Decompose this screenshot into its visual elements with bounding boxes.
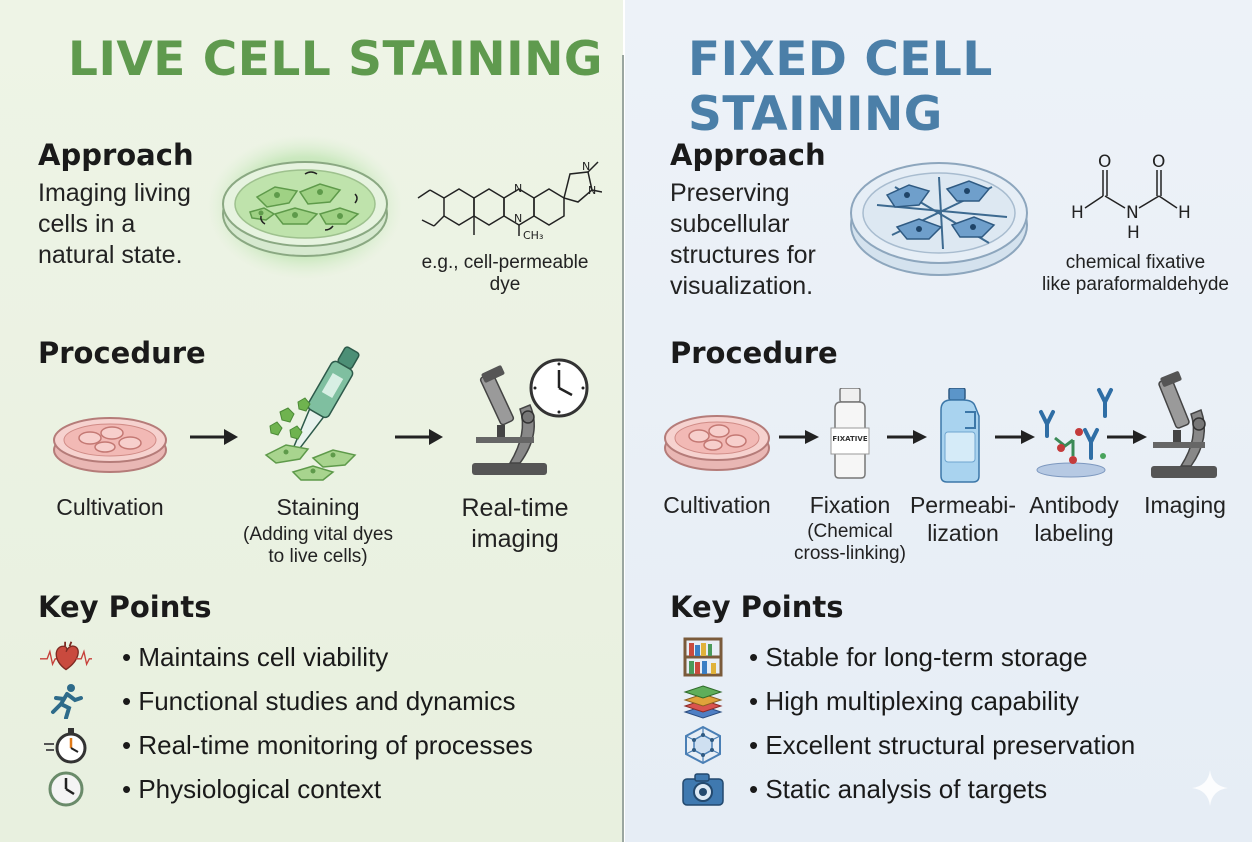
antibody-labeling-icon bbox=[1036, 388, 1113, 478]
fixed-keypoint-row: • High multiplexing capability bbox=[677, 681, 1079, 721]
fixative-caption: chemical fixative like paraformaldehyde bbox=[1042, 252, 1229, 295]
live-keypoint-row: • Maintains cell viability bbox=[40, 637, 388, 677]
live-step-cultivation: Cultivation bbox=[56, 494, 164, 520]
fixed-title: FIXED CELL STAINING bbox=[688, 32, 993, 142]
fixed-step-cultivation: Cultivation bbox=[663, 492, 771, 518]
fixed-procedure-heading: Procedure bbox=[670, 336, 838, 370]
layers-stack-icon bbox=[677, 681, 729, 721]
arrow-right-icon bbox=[1107, 430, 1147, 444]
live-keypoint-row: • Physiological context bbox=[40, 769, 381, 809]
bookshelf-icon bbox=[677, 637, 729, 677]
microscope-with-clock-icon bbox=[472, 358, 589, 475]
clock-icon bbox=[40, 769, 92, 809]
fixed-cell-panel: FIXED CELL STAINING Approach Preserving … bbox=[625, 0, 1252, 842]
fixed-approach-heading: Approach bbox=[670, 138, 826, 172]
live-step-staining: Staining bbox=[276, 494, 360, 520]
dye-caption: e.g., cell-permeable dye bbox=[421, 252, 589, 295]
svg-text:H: H bbox=[1178, 203, 1191, 223]
live-approach-text: Imaging living cells in a natural state. bbox=[38, 179, 191, 269]
arrow-right-icon bbox=[395, 429, 443, 445]
bottle-label: FIXATIVE bbox=[832, 435, 868, 443]
svg-text:N: N bbox=[582, 160, 590, 173]
live-keypoints-heading: Key Points bbox=[38, 590, 212, 624]
fixative-bottle-icon: FIXATIVE bbox=[827, 388, 873, 480]
fixed-keypoints-heading: Key Points bbox=[670, 590, 844, 624]
fixed-step-imaging: Imaging bbox=[1144, 492, 1226, 518]
live-step-staining-sub: (Adding vital dyes to live cells) bbox=[243, 524, 393, 567]
fixed-keypoint-row: • Stable for long-term storage bbox=[677, 637, 1088, 677]
live-cell-panel: LIVE CELL STAINING Approach Imaging livi… bbox=[0, 0, 623, 842]
camera-icon bbox=[677, 769, 729, 809]
live-approach-heading: Approach bbox=[38, 138, 194, 172]
fixed-approach-text: Preserving subcellular structures for vi… bbox=[670, 179, 816, 300]
sparkle-watermark-icon bbox=[1192, 770, 1228, 806]
microscope-icon bbox=[1151, 371, 1217, 478]
live-procedure-heading: Procedure bbox=[38, 336, 206, 370]
arrow-right-icon bbox=[887, 430, 927, 444]
svg-text:O: O bbox=[1152, 152, 1165, 172]
detergent-bottle-icon bbox=[940, 388, 980, 483]
running-person-icon bbox=[40, 681, 92, 721]
fixed-keypoint-row: • Static analysis of targets bbox=[677, 769, 1047, 809]
svg-text:CH₃: CH₃ bbox=[523, 229, 543, 240]
fixed-step-antibody-labeling: Antibody labeling bbox=[1029, 492, 1119, 546]
live-keypoint-row: • Functional studies and dynamics bbox=[40, 681, 516, 721]
arrow-right-icon bbox=[190, 429, 238, 445]
fixed-keypoint-row: • Excellent structural preservation bbox=[677, 725, 1135, 765]
svg-text:H: H bbox=[1071, 203, 1084, 223]
fixed-step-fixation: Fixation bbox=[809, 492, 891, 518]
live-keypoint-row: • Real-time monitoring of processes bbox=[40, 725, 533, 765]
live-title: LIVE CELL STAINING bbox=[68, 32, 603, 87]
live-step-realtime-imaging: Real-time imaging bbox=[461, 494, 569, 553]
panel-divider bbox=[622, 55, 624, 842]
culture-dish-icon bbox=[664, 415, 770, 471]
arrow-right-icon bbox=[995, 430, 1035, 444]
live-petri-dish-illustration bbox=[207, 135, 403, 279]
svg-text:N: N bbox=[588, 184, 596, 197]
svg-text:H: H bbox=[1127, 223, 1140, 240]
svg-text:N: N bbox=[514, 212, 522, 225]
svg-text:O: O bbox=[1098, 152, 1111, 172]
fixed-step-fixation-sub: (Chemical cross-linking) bbox=[794, 521, 906, 564]
culture-dish-icon bbox=[53, 417, 167, 473]
pipette-staining-icon bbox=[264, 346, 360, 481]
fixed-petri-dish-illustration bbox=[850, 162, 1028, 276]
arrow-right-icon bbox=[779, 430, 819, 444]
svg-text:N: N bbox=[1126, 203, 1139, 223]
heart-ecg-icon bbox=[40, 637, 92, 677]
molecular-cube-icon bbox=[677, 725, 729, 765]
fixed-step-permeabilization: Permeabi- lization bbox=[909, 492, 1017, 546]
stopwatch-icon bbox=[40, 725, 92, 765]
svg-text:N: N bbox=[514, 182, 522, 195]
